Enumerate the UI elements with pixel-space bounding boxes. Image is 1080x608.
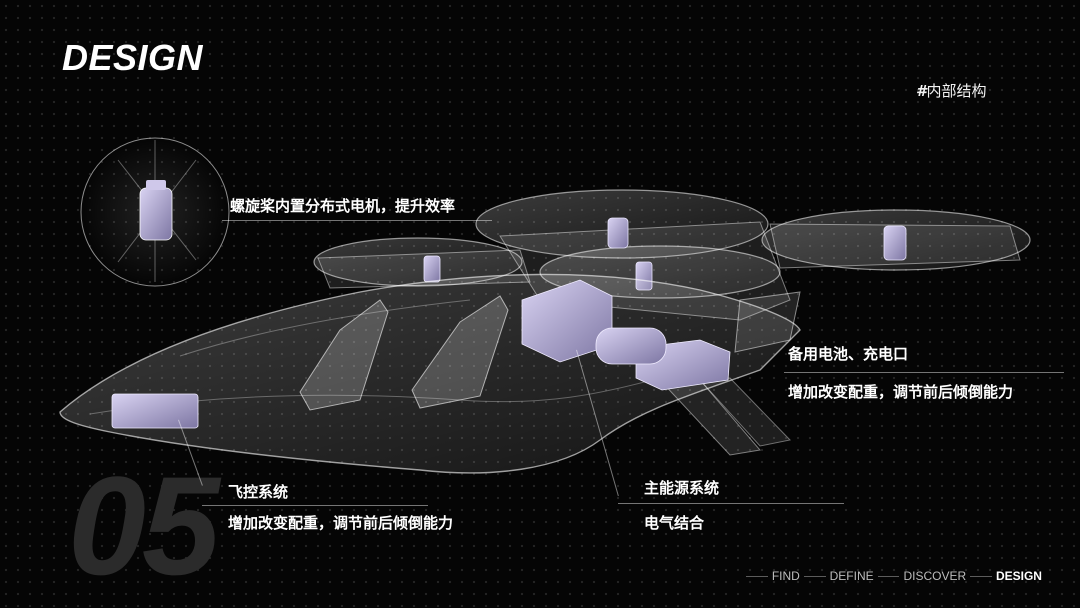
callout-power-title: 主能源系统 [644, 479, 720, 497]
section-tag: #内部结构 [916, 82, 986, 100]
page-title: DESIGN [62, 37, 204, 78]
nav-item-define[interactable]: DEFINE [829, 569, 874, 583]
section-tag-label: 内部结构 [926, 82, 987, 100]
callout-propeller: 螺旋桨内置分布式电机，提升效率 [230, 197, 456, 215]
nav-separator [877, 575, 900, 577]
section-nav: FIND DEFINE DISCOVER DESIGN [742, 566, 1042, 586]
callout-flight-control-title: 飞控系统 [228, 483, 289, 501]
motor-detail-icon [139, 187, 173, 241]
nav-item-design[interactable]: DESIGN [995, 569, 1042, 583]
fuselage [59, 273, 801, 474]
nav-separator [970, 575, 992, 577]
callout-line-battery [784, 372, 1064, 373]
callout-battery-desc: 增加改变配重，调节前后倾倒能力 [788, 383, 1014, 401]
callout-flight-control-desc: 增加改变配重，调节前后倾倒能力 [228, 514, 454, 532]
nav-item-discover[interactable]: DISCOVER [903, 569, 967, 583]
flight-control-unit [111, 393, 199, 429]
callout-line-power [618, 503, 844, 504]
motor-icon [423, 255, 441, 283]
motor-icon [607, 217, 629, 249]
nav-item-find[interactable]: FIND [771, 569, 800, 583]
seat-icon [411, 295, 509, 409]
charging-port-cylinder [595, 327, 667, 365]
nav-separator [746, 575, 768, 577]
seats [299, 295, 509, 411]
callout-battery-title: 备用电池、充电口 [788, 345, 909, 363]
seat-icon [299, 299, 389, 411]
motor-icon [883, 225, 907, 261]
callout-line-flight-control [202, 505, 428, 506]
hash-prefix: # [916, 82, 927, 100]
section-number: 05 [68, 447, 220, 604]
callout-power-desc: 电气结合 [644, 514, 705, 532]
nav-separator [803, 575, 826, 577]
callout-line-propeller [222, 220, 492, 221]
